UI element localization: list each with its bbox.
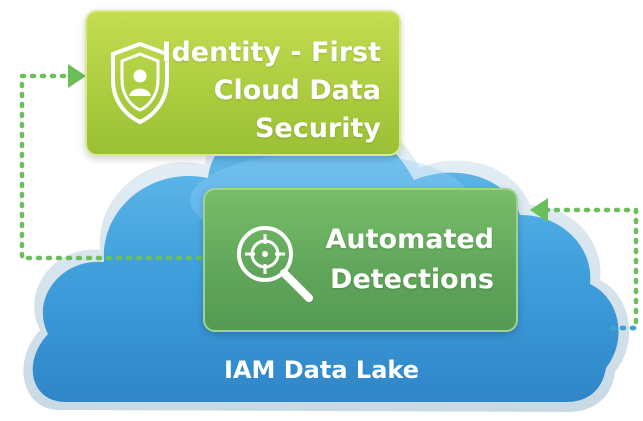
arrow-head-right [530, 198, 548, 222]
detections-line-2: Detections [330, 264, 494, 295]
identity-line-2: Cloud Data [213, 75, 381, 106]
identity-card-title: Identity - First Cloud Data Security [161, 34, 381, 148]
shield-user-icon [109, 40, 171, 126]
cloud-label: IAM Data Lake [224, 356, 419, 384]
identity-line-3: Security [254, 113, 381, 144]
identity-line-1: Identity - First [161, 37, 381, 68]
detections-line-1: Automated [325, 224, 494, 255]
feedback-arrow-left [19, 73, 203, 261]
detections-card-title: Automated Detections [326, 220, 494, 300]
automated-detections-card: Automated Detections [203, 188, 518, 332]
search-target-icon [229, 218, 321, 310]
arrow-head-left [68, 64, 86, 88]
identity-first-card: Identity - First Cloud Data Security [85, 10, 401, 156]
